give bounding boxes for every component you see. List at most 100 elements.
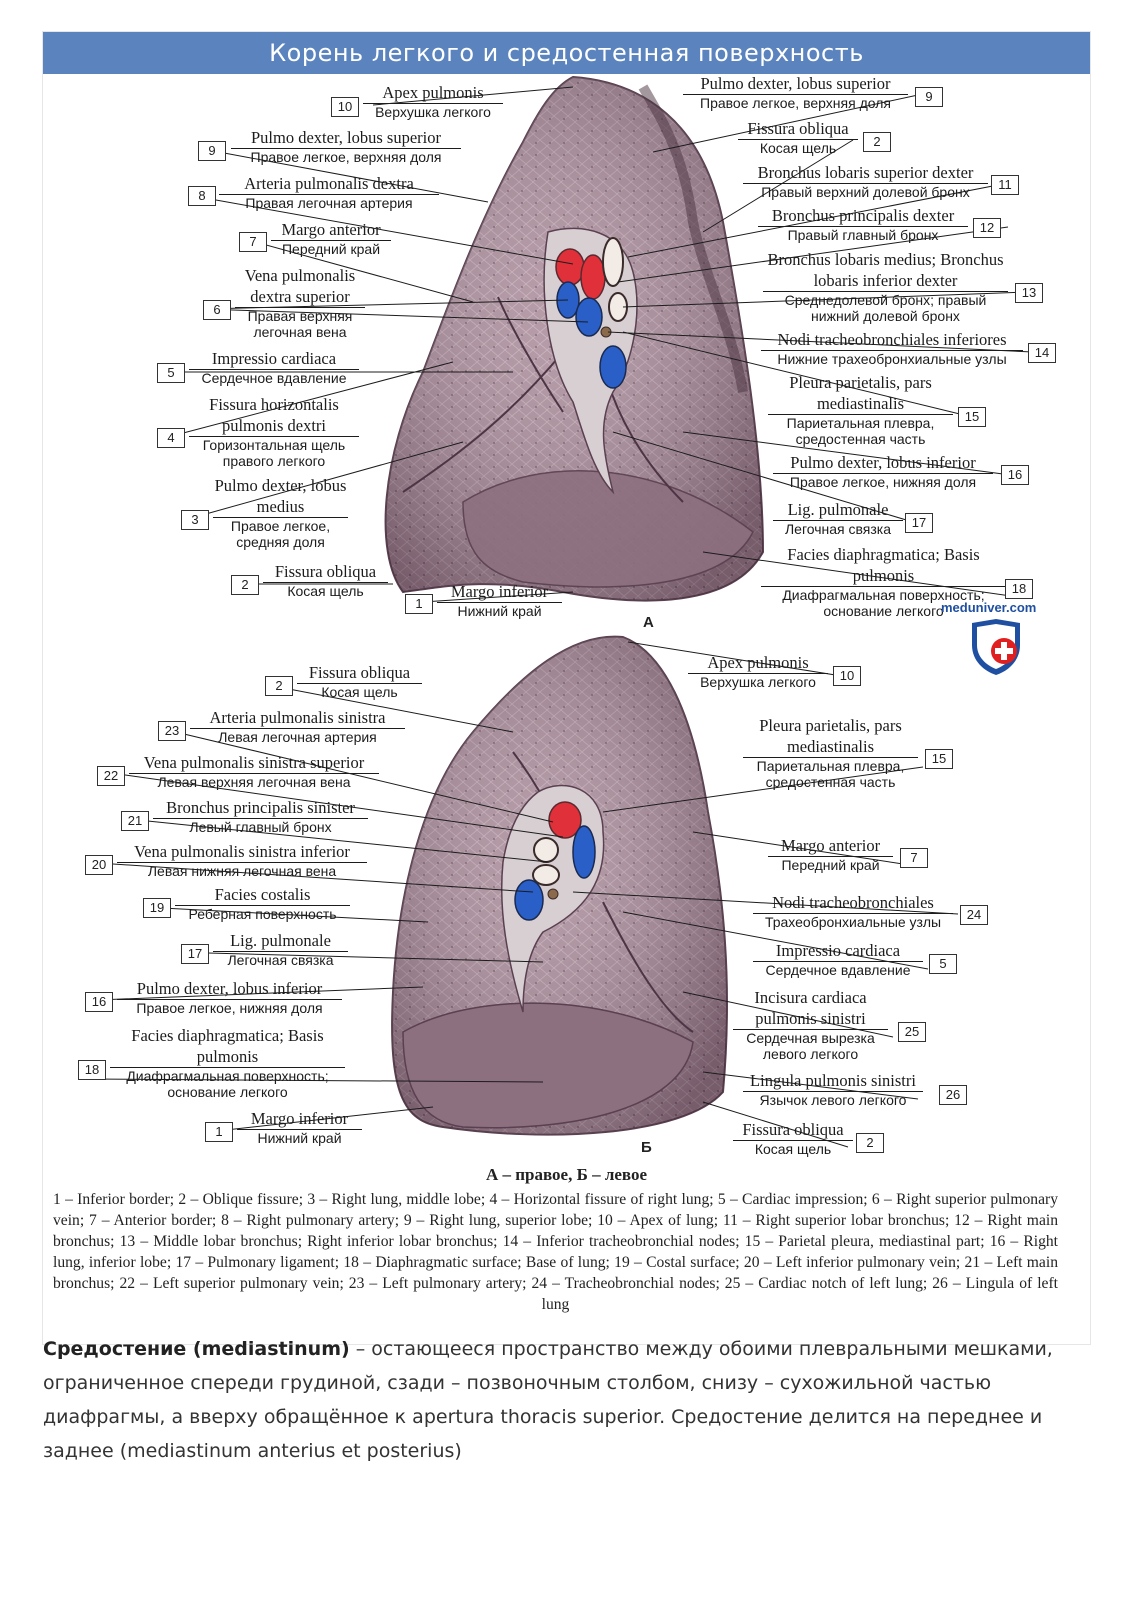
label-a-fissura-h-rus: Горизонтальная щель правого легкого <box>189 436 359 469</box>
leader-lines-a <box>87 86 1034 1148</box>
label-a-upper-lobe-rus: Правое легкое, верхняя доля <box>231 148 461 165</box>
label-b-pleura-rus: Париетальная плевра, средостенная часть <box>743 757 918 790</box>
label-b-apex-lat: Apex pulmonis <box>707 653 809 672</box>
label-b-fissura-o-r-rus: Косая щель <box>733 1140 853 1157</box>
label-a-bronchus-med-lat: Bronchus lobaris medius; Bronchus lobari… <box>767 250 1004 290</box>
label-a-upper-lobe-r-rus: Правое легкое, верхняя доля <box>683 94 908 111</box>
label-a-impressio: Impressio cardiaca Сердечное вдавление <box>189 348 359 386</box>
label-b-lobus-inf-rus: Правое легкое, нижняя доля <box>117 999 342 1016</box>
label-a-nodi: Nodi tracheobronchiales inferiores Нижни… <box>761 329 1023 367</box>
label-a-fissura-h: Fissura horizontalis pulmonis dextri Гор… <box>189 394 359 469</box>
label-b-vena-inf-rus: Левая нижняя легочная вена <box>117 862 367 879</box>
label-a-fissura-o-r: Fissura obliqua Косая щель <box>738 118 858 156</box>
label-b-margo-ant-lat: Margo anterior <box>780 836 881 855</box>
label-b-margo-ant-rus: Передний край <box>768 856 893 873</box>
label-a-margo-ant-lat: Margo anterior <box>281 220 381 239</box>
label-a-margo-ant: Margo anterior Передний край <box>271 219 391 257</box>
label-a-lobus-inf: Pulmo dexter, lobus inferior Правое легк… <box>773 452 993 490</box>
num-a-9: 9 <box>198 141 226 161</box>
num-b-26: 26 <box>939 1085 967 1105</box>
label-b-facies-cost-lat: Facies costalis <box>214 885 311 904</box>
label-a-fissura-o-r-lat: Fissura obliqua <box>747 119 849 138</box>
label-a-fissura-o-r-rus: Косая щель <box>738 139 858 156</box>
label-a-pulm-artery: Arteria pulmonalis dextra Правая легочна… <box>219 173 439 211</box>
label-a-impressio-rus: Сердечное вдавление <box>189 369 359 386</box>
label-b-bronchus-rus: Левый главный бронх <box>153 818 368 835</box>
label-a-apex-rus: Верхушка легкого <box>363 103 503 120</box>
label-b-margo-inf-lat: Margo inferior <box>250 1109 349 1128</box>
num-a-3: 3 <box>181 510 209 530</box>
label-b-incisura-rus: Сердечная вырезка левого легкого <box>733 1029 888 1062</box>
label-b-vena-inf-lat: Vena pulmonalis sinistra inferior <box>134 842 350 861</box>
label-b-facies-cost: Facies costalis Реберная поверхность <box>175 884 350 922</box>
panel-b-letter: Б <box>641 1139 652 1156</box>
label-a-margo-ant-rus: Передний край <box>271 240 391 257</box>
label-a-nodi-lat: Nodi tracheobronchiales inferiores <box>777 330 1007 349</box>
label-b-facies-diaph-rus: Диафрагмальная поверхность; основание ле… <box>110 1067 345 1100</box>
label-b-impressio-lat: Impressio cardiaca <box>775 941 901 960</box>
label-b-bronchus: Bronchus principalis sinister Левый глав… <box>153 797 368 835</box>
figure-legend: 1 – Inferior border; 2 – Oblique fissure… <box>53 1191 1058 1313</box>
label-b-impressio: Impressio cardiaca Сердечное вдавление <box>753 940 923 978</box>
label-b-nodi-rus: Трахеобронхиальные узлы <box>753 913 953 930</box>
label-b-fissura-o-r-lat: Fissura obliqua <box>742 1120 844 1139</box>
label-b-vena-sup-rus: Левая верхняя легочная вена <box>129 773 379 790</box>
label-a-apex-lat: Apex pulmonis <box>382 83 484 102</box>
label-a-fissura-o-lat: Fissura obliqua <box>274 562 377 581</box>
label-a-nodi-rus: Нижние трахеобронхиальные узлы <box>761 350 1023 367</box>
label-b-apex: Apex pulmonis Верхушка легкого <box>688 652 828 690</box>
num-b-25: 25 <box>898 1022 926 1042</box>
label-a-lig: Lig. pulmonale Легочная связка <box>773 499 903 537</box>
label-a-fissura-o: Fissura obliqua Косая щель <box>263 561 388 599</box>
article-term: Средостение (mediastinum) <box>43 1338 350 1360</box>
label-b-facies-cost-rus: Реберная поверхность <box>175 905 350 922</box>
label-b-fissura-o: Fissura obliqua Косая щель <box>297 662 422 700</box>
num-a-10: 10 <box>331 97 359 117</box>
label-b-fissura-o-lat: Fissura obliqua <box>308 663 411 682</box>
label-a-lig-lat: Lig. pulmonale <box>787 500 889 519</box>
label-a-impressio-lat: Impressio cardiaca <box>211 349 337 368</box>
label-b-apex-rus: Верхушка легкого <box>688 673 828 690</box>
label-a-upper-lobe: Pulmo dexter, lobus superior Правое легк… <box>231 127 461 165</box>
num-b-24: 24 <box>960 905 988 925</box>
label-b-nodi: Nodi tracheobronchiales Трахеобронхиальн… <box>753 892 953 930</box>
num-b-22: 22 <box>97 766 125 786</box>
label-a-vena-sup-rus: Правая верхняя легочная вена <box>235 307 365 340</box>
article-text: – остающееся пространство между обоими п… <box>43 1338 1053 1462</box>
label-a-bronchus-princ-rus: Правый главный бронх <box>758 226 968 243</box>
lung-illustration <box>87 75 1034 1148</box>
label-b-lobus-inf-lat: Pulmo dexter, lobus inferior <box>136 979 323 998</box>
label-a-facies: Facies diaphragmatica; Basis pulmonis Ди… <box>761 544 1006 619</box>
num-a-6: 6 <box>203 300 231 320</box>
num-b-2: 2 <box>265 676 293 696</box>
label-b-lobus-inf: Pulmo dexter, lobus inferior Правое легк… <box>117 978 342 1016</box>
label-b-facies-diaph: Facies diaphragmatica; Basis pulmonis Ди… <box>110 1025 345 1100</box>
shield-logo-icon <box>972 619 1020 675</box>
label-a-pulm-artery-lat: Arteria pulmonalis dextra <box>244 174 414 193</box>
label-a-pleura-rus: Париетальная плевра, средостенная часть <box>768 414 953 447</box>
label-b-incisura: Incisura cardiaca pulmonis sinistri Серд… <box>733 987 888 1062</box>
num-a-8: 8 <box>188 186 216 206</box>
num-a-17: 17 <box>905 513 933 533</box>
label-a-lobus-medius: Pulmo dexter, lobus medius Правое легкое… <box>213 475 348 550</box>
panel-a-letter: А <box>643 614 654 631</box>
label-b-artery-rus: Левая легочная артерия <box>190 728 405 745</box>
right-lung-drawing <box>384 75 765 602</box>
num-a-18: 18 <box>1005 579 1033 599</box>
label-b-margo-ant: Margo anterior Передний край <box>768 835 893 873</box>
label-a-margo-inf-lat: Margo inferior <box>450 582 549 601</box>
label-b-fissura-o-rus: Косая щель <box>297 683 422 700</box>
num-a-15: 15 <box>958 407 986 427</box>
label-b-lingula: Lingula pulmonis sinistri Язычок левого … <box>743 1070 923 1108</box>
article-paragraph: Средостение (mediastinum) – остающееся п… <box>43 1332 1090 1468</box>
num-a-12: 12 <box>973 218 1001 238</box>
label-b-margo-inf-rus: Нижний край <box>237 1129 362 1146</box>
num-b-15: 15 <box>925 749 953 769</box>
label-b-lingula-lat: Lingula pulmonis sinistri <box>750 1071 916 1090</box>
label-a-lig-rus: Легочная связка <box>773 520 903 537</box>
label-b-lig: Lig. pulmonale Легочная связка <box>213 930 348 968</box>
label-a-margo-inf-rus: Нижний край <box>437 602 562 619</box>
label-b-artery-lat: Arteria pulmonalis sinistra <box>209 708 386 727</box>
label-a-bronchus-princ-lat: Bronchus principalis dexter <box>771 206 955 225</box>
label-b-artery: Arteria pulmonalis sinistra Левая легочн… <box>190 707 405 745</box>
